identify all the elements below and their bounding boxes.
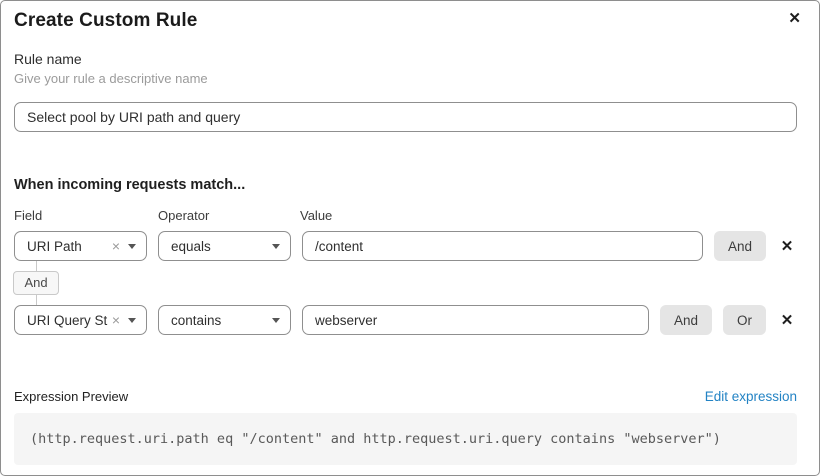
clear-selection-icon[interactable]: ×	[111, 312, 120, 328]
chevron-down-icon	[128, 243, 136, 249]
condition-column-labels: Field Operator Value	[14, 208, 797, 223]
expression-preview-label: Expression Preview	[14, 389, 129, 404]
value-input[interactable]	[302, 231, 703, 261]
connector-and-badge: And	[13, 271, 59, 295]
operator-select-value: contains	[171, 312, 222, 328]
field-select[interactable]: URI Query St... ×	[14, 305, 147, 335]
value-input[interactable]	[302, 305, 649, 335]
remove-condition-icon[interactable]: ✕	[777, 237, 797, 255]
expression-preview-header: Expression Preview Edit expression	[14, 389, 797, 404]
chevron-down-icon	[272, 317, 280, 323]
rule-name-helper-text: Give your rule a descriptive name	[14, 71, 208, 86]
or-button[interactable]: Or	[723, 305, 766, 335]
operator-select[interactable]: contains	[158, 305, 291, 335]
field-column-label: Field	[14, 208, 43, 223]
clear-selection-icon[interactable]: ×	[111, 238, 120, 254]
connector-line	[35, 295, 37, 305]
edit-expression-link[interactable]: Edit expression	[704, 389, 797, 404]
rule-name-label: Rule name	[14, 51, 82, 67]
remove-condition-icon[interactable]: ✕	[777, 311, 797, 329]
and-button[interactable]: And	[659, 305, 712, 335]
operator-column-label: Operator	[158, 208, 210, 223]
condition-row: URI Query St... × contains And Or ✕	[14, 305, 797, 335]
expression-code-block: (http.request.uri.path eq "/content" and…	[14, 413, 797, 465]
chevron-down-icon	[272, 243, 280, 249]
and-button[interactable]: And	[713, 231, 766, 261]
field-select[interactable]: URI Path ×	[14, 231, 147, 261]
value-column-label: Value	[300, 208, 333, 223]
condition-row: URI Path × equals And ✕	[14, 231, 797, 261]
field-select-value: URI Query St...	[27, 312, 108, 328]
field-select-value: URI Path	[27, 238, 82, 254]
condition-connector: And	[13, 261, 59, 305]
match-section-heading: When incoming requests match...	[14, 177, 246, 193]
connector-line	[35, 261, 37, 271]
operator-select-value: equals	[171, 238, 211, 254]
rule-name-input[interactable]	[14, 102, 797, 132]
chevron-down-icon	[128, 317, 136, 323]
expression-code-text: (http.request.uri.path eq "/content" and…	[30, 431, 721, 447]
dialog-title: Create Custom Rule	[14, 10, 198, 31]
close-icon[interactable]: ✕	[786, 8, 803, 30]
operator-select[interactable]: equals	[158, 231, 291, 261]
